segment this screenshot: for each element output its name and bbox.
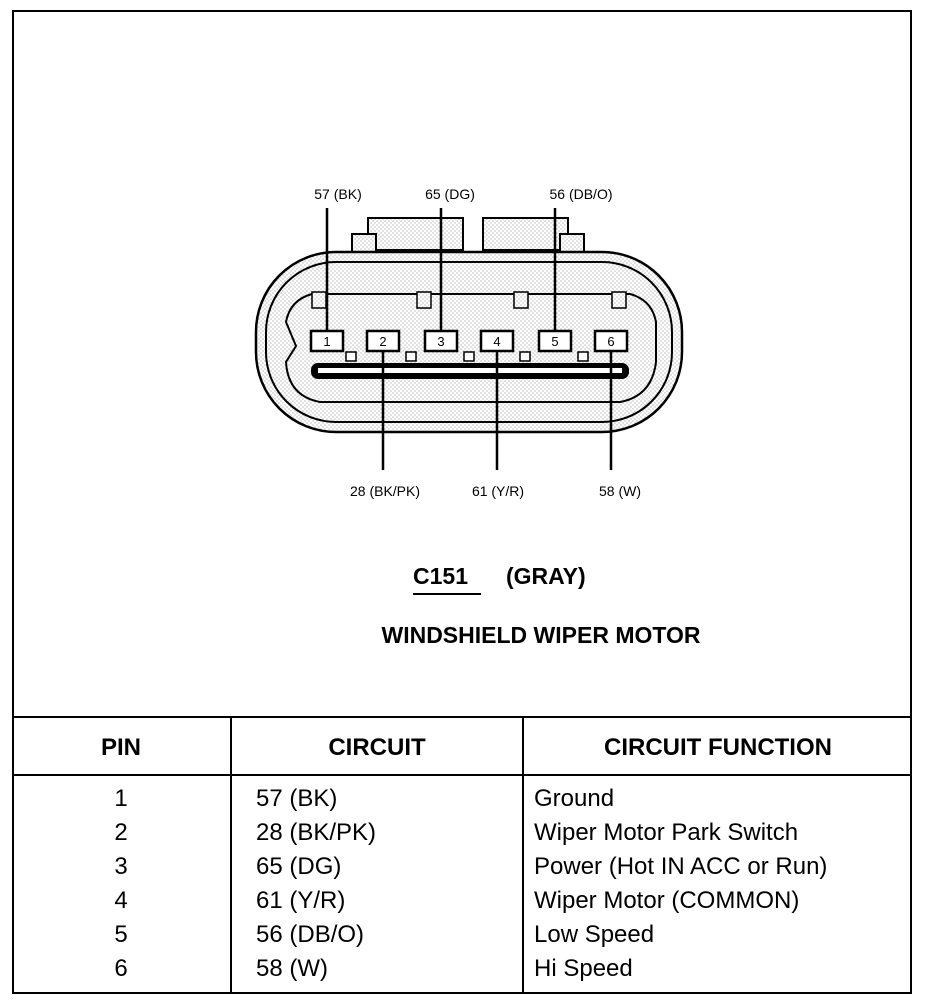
pin-3-number: 3: [437, 334, 444, 349]
pin-cell: 2: [114, 819, 128, 846]
connector-id: C151: [413, 563, 468, 589]
function-cell: Ground: [534, 785, 615, 812]
circuit-cell: 65 (DG): [256, 853, 342, 880]
pin-3: 3: [423, 329, 459, 353]
pin-table: PIN CIRCUIT CIRCUIT FUNCTION 1 57 (BK) Gro…: [12, 716, 912, 994]
latch-tab-left: [351, 217, 464, 261]
pin-2-number: 2: [379, 334, 386, 349]
wire-label-65: 65 (DG): [425, 186, 475, 202]
pin-1: 1: [309, 329, 345, 353]
pin-6-number: 6: [607, 334, 614, 349]
pin-6: 6: [593, 329, 629, 353]
pin-cell: 3: [114, 853, 128, 880]
wire-label-58: 58 (W): [599, 483, 641, 499]
function-cell: Wiper Motor Park Switch: [534, 819, 799, 846]
circuit-cell: 58 (W): [256, 955, 328, 982]
pin-cell: 4: [114, 887, 128, 914]
pin-5-number: 5: [551, 334, 558, 349]
function-cell: Low Speed: [534, 921, 655, 948]
column-divider: [230, 718, 232, 994]
function-cell: Hi Speed: [534, 955, 633, 982]
circuit-cell: 57 (BK): [256, 785, 338, 812]
wire-label-57: 57 (BK): [314, 186, 361, 202]
connector-name: WINDSHIELD WIPER MOTOR: [381, 622, 700, 648]
circuit-cell: 61 (Y/R): [256, 887, 346, 914]
wire-label-61: 61 (Y/R): [472, 483, 524, 499]
pin-2: 2: [365, 329, 401, 353]
pin-1-number: 1: [323, 334, 330, 349]
connector-color: (GRAY): [506, 563, 586, 589]
pin-cell: 5: [114, 921, 128, 948]
circuit-cell: 28 (BK/PK): [256, 819, 377, 846]
wire-label-56: 56 (DB/O): [549, 186, 612, 202]
header-divider: [12, 774, 912, 776]
header-pin: PIN: [100, 734, 141, 761]
diagram-frame: [12, 10, 912, 994]
connector-diagram: 1 2 3 4 5 6 57 (BK) 65 (DG) 56 (DB/O) 28…: [254, 186, 701, 648]
pin-4: 4: [479, 329, 515, 353]
header-circuit: CIRCUIT: [328, 734, 426, 761]
pin-5: 5: [537, 329, 573, 353]
function-cell: Power (Hot IN ACC or Run): [534, 853, 828, 880]
function-cell: Wiper Motor (COMMON): [534, 887, 800, 914]
pin-4-number: 4: [493, 334, 500, 349]
connector-housing: [254, 250, 684, 434]
pin-cell: 1: [114, 785, 128, 812]
circuit-cell: 56 (DB/O): [256, 921, 365, 948]
column-divider: [522, 718, 524, 994]
wire-leads: [325, 208, 613, 470]
wire-label-28: 28 (BK/PK): [350, 483, 420, 499]
pin-cell: 6: [114, 955, 128, 982]
header-circuit-function: CIRCUIT FUNCTION: [604, 734, 832, 761]
